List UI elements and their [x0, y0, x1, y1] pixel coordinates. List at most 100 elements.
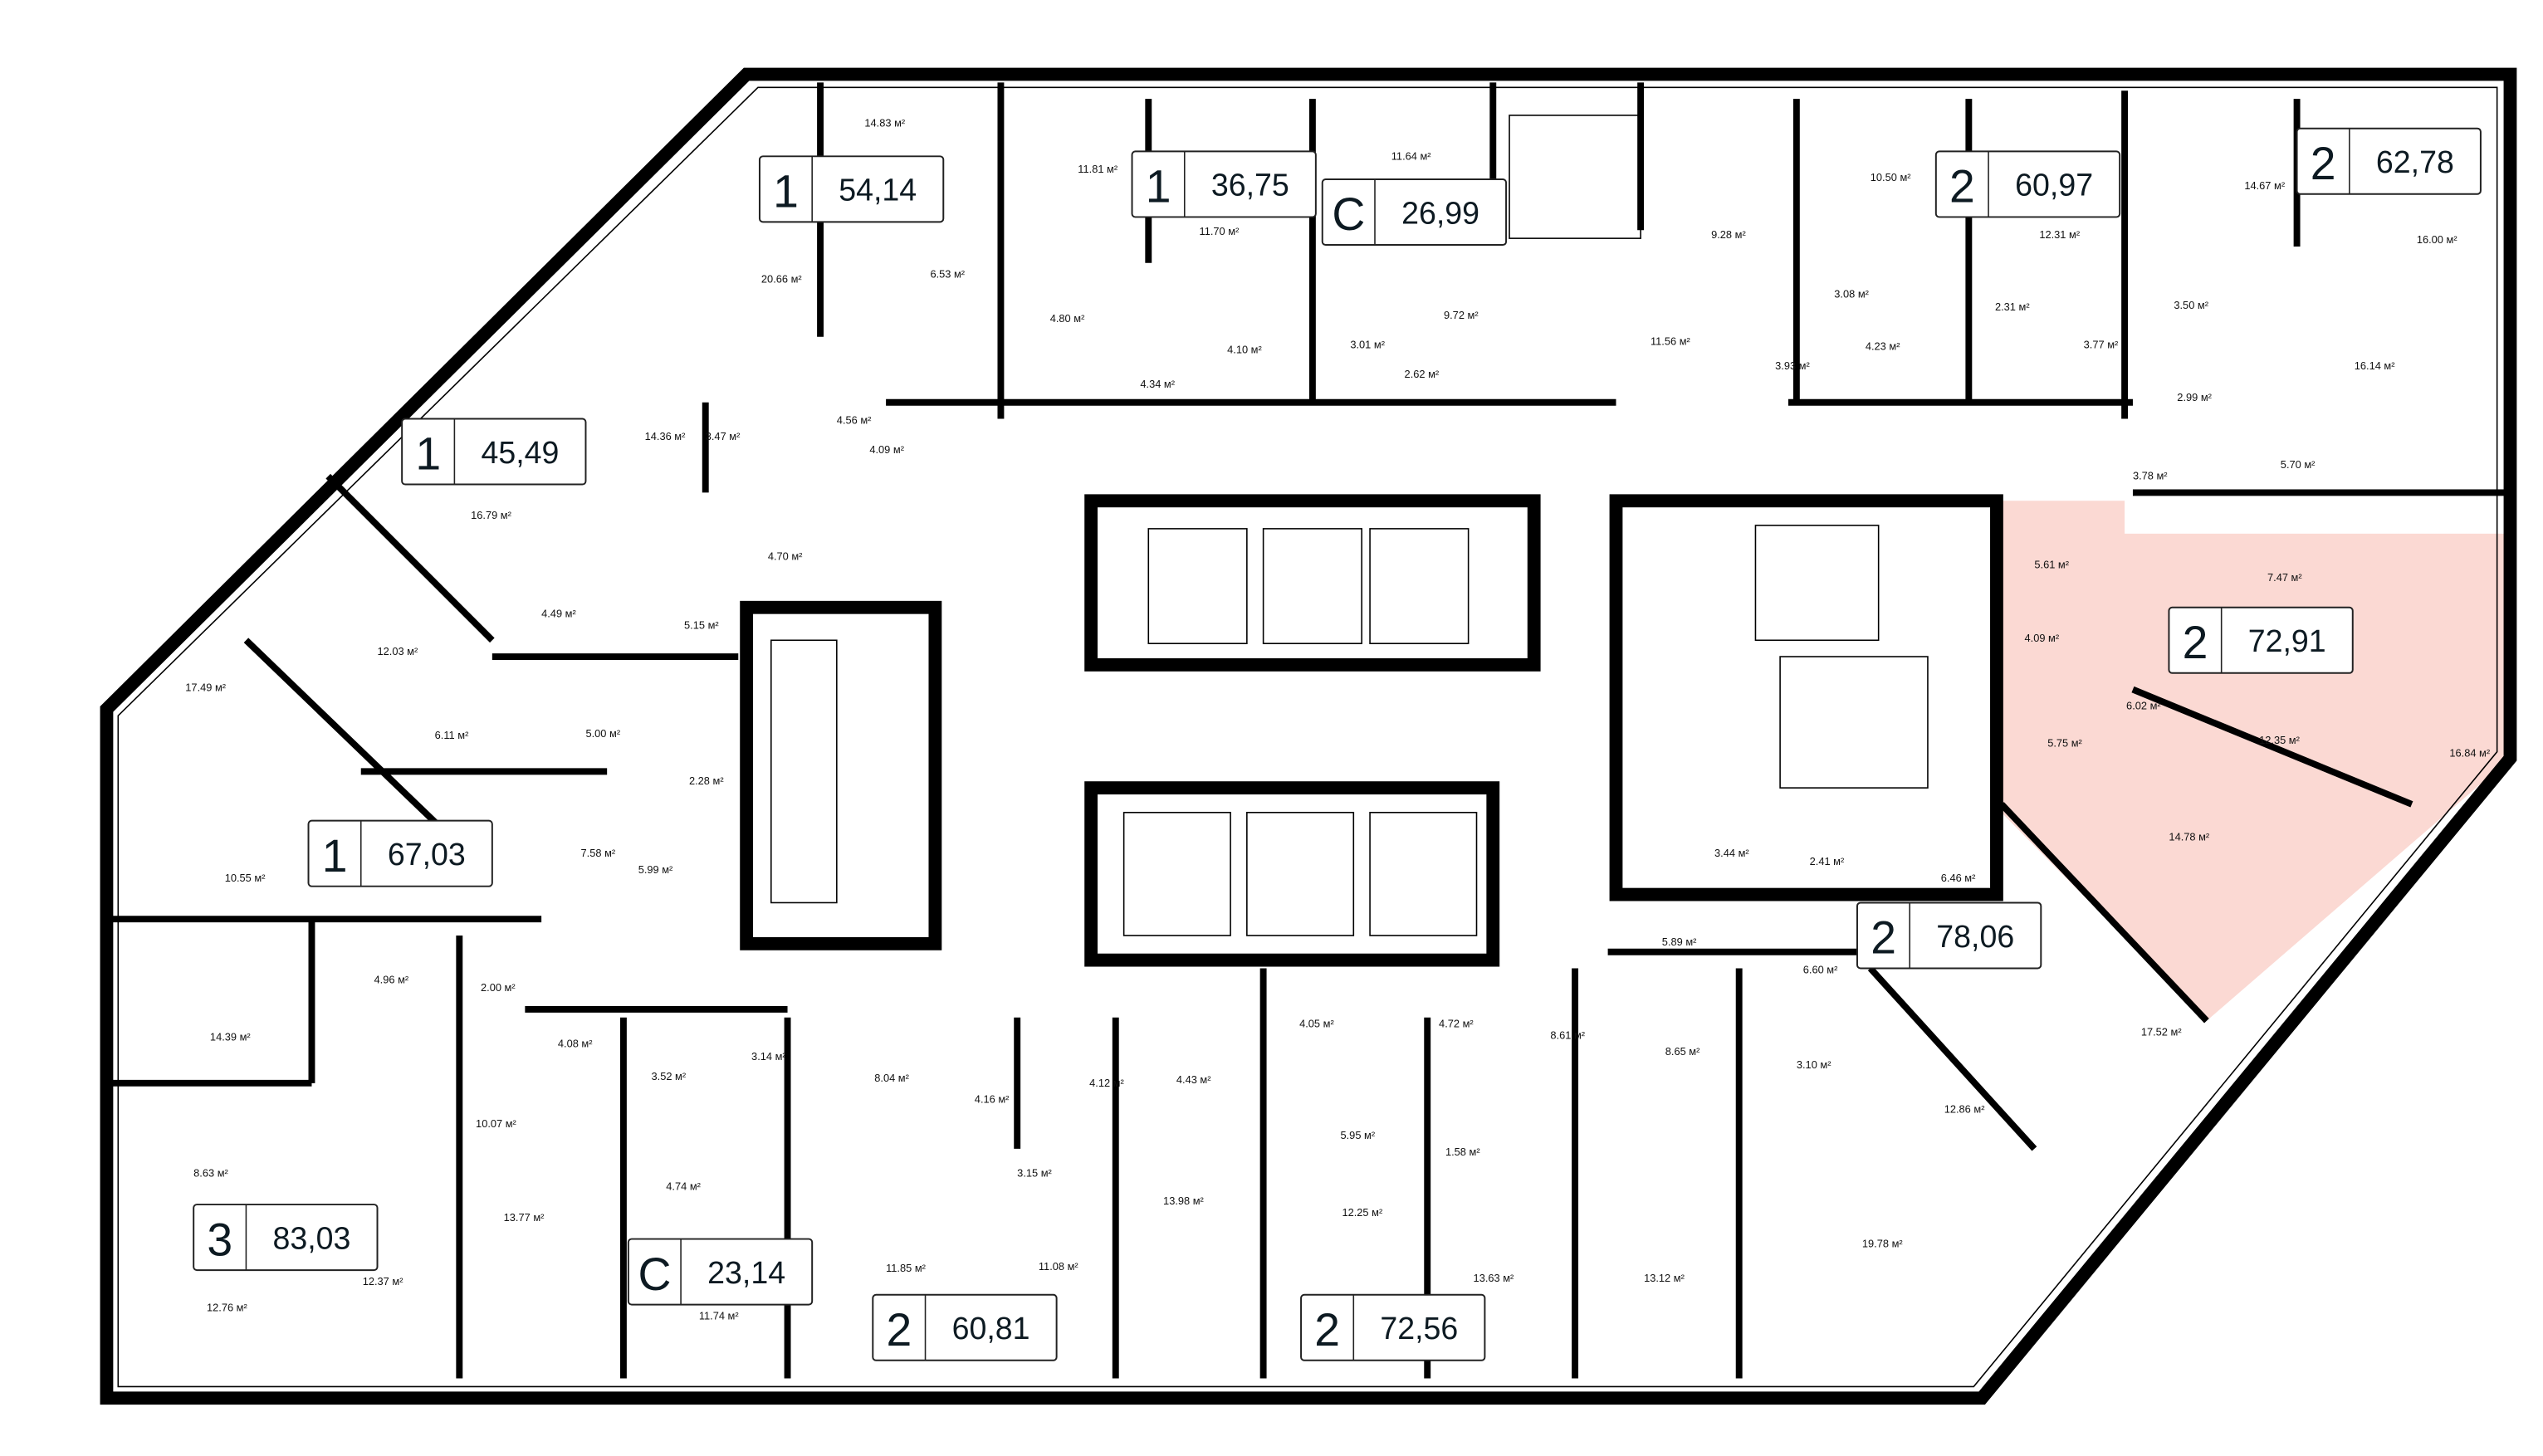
room-area-label: 5.00 м²: [585, 727, 620, 740]
apartment-room-count: 1: [322, 830, 348, 882]
room-area-labels: 14.83 м² 11.81 м² 11.64 м² 20.66 м² 11.70 м²…: [185, 117, 2491, 1322]
apartment-area: 26,99: [1401, 195, 1479, 230]
room-area-label: 3.15 м²: [1017, 1166, 1052, 1179]
room-area-label: 2.28 м²: [689, 774, 724, 787]
room-area-label: 4.08 м²: [558, 1037, 593, 1049]
apartment-room-count: 2: [1871, 912, 1896, 964]
room-area-label: 3.78 м²: [2133, 470, 2168, 482]
room-area-label: 16.00 м²: [2417, 233, 2457, 246]
room-area-label: 11.70 м²: [1200, 225, 1240, 237]
room-area-label: 5.95 м²: [1340, 1129, 1375, 1141]
room-area-label: 11.64 м²: [1391, 149, 1432, 162]
interior-walls: [106, 82, 2511, 1379]
room-area-label: 3.50 м²: [2174, 299, 2208, 311]
room-area-label: 6.02 м²: [2126, 699, 2161, 711]
room-area-label: 3.47 м²: [706, 430, 741, 442]
room-area-label: 13.98 м²: [1163, 1195, 1204, 1207]
room-area-label: 4.74 м²: [666, 1180, 701, 1192]
room-area-label: 3.10 м²: [1797, 1058, 1831, 1071]
room-area-label: 11.08 м²: [1039, 1260, 1079, 1273]
room-area-label: 4.49 м²: [541, 608, 576, 620]
room-area-label: 2.62 м²: [1405, 368, 1440, 380]
apartment-area: 67,03: [388, 837, 466, 872]
room-area-label: 14.39 м²: [210, 1030, 251, 1043]
room-area-label: 9.28 м²: [1711, 228, 1746, 241]
room-area-label: 13.63 м²: [1474, 1272, 1514, 1284]
room-area-label: 4.96 м²: [374, 973, 409, 985]
apartment-room-count: 2: [2183, 617, 2208, 668]
apartment-badge[interactable]: C 26,99: [1321, 178, 1508, 247]
room-area-label: 12.35 м²: [2259, 734, 2300, 746]
apartment-area: 72,56: [1380, 1311, 1458, 1346]
room-area-label: 9.72 м²: [1444, 309, 1479, 321]
room-area-label: 3.44 м²: [1714, 847, 1749, 859]
room-area-label: 8.65 м²: [1665, 1045, 1700, 1058]
room-area-label: 3.52 м²: [652, 1070, 687, 1082]
room-area-label: 11.85 м²: [886, 1262, 927, 1274]
room-area-label: 4.72 м²: [1439, 1018, 1474, 1030]
room-area-label: 2.41 м²: [1810, 855, 1845, 867]
room-area-label: 4.43 м²: [1176, 1073, 1211, 1086]
room-area-label: 16.84 м²: [2449, 747, 2490, 760]
room-area-label: 13.77 м²: [504, 1211, 545, 1224]
apartment-area: 83,03: [273, 1220, 351, 1255]
room-area-label: 5.70 м²: [2281, 458, 2316, 471]
room-area-label: 20.66 м²: [761, 272, 802, 285]
room-area-label: 12.86 м²: [1944, 1102, 1985, 1115]
room-area-label: 17.49 м²: [185, 682, 226, 694]
room-area-label: 8.61 м²: [1550, 1028, 1585, 1041]
room-area-label: 8.63 м²: [193, 1166, 228, 1179]
room-area-label: 5.15 м²: [684, 618, 719, 631]
room-area-label: 8.04 м²: [874, 1072, 909, 1084]
apartment-room-count: C: [1332, 188, 1365, 240]
stair-core-right: [1609, 494, 2003, 901]
room-area-label: 14.67 м²: [2244, 179, 2285, 192]
apartment-room-count: 2: [1949, 161, 1975, 213]
room-area-label: 12.37 м²: [363, 1275, 403, 1287]
room-area-label: 4.09 м²: [2025, 632, 2060, 644]
room-area-label: 4.09 м²: [869, 443, 904, 456]
apartment-room-count: 2: [1314, 1304, 1340, 1356]
elevator-core-bottom: [1084, 781, 1500, 967]
elevator-core-top: [1084, 494, 1541, 672]
room-area-label: 5.99 м²: [638, 863, 673, 876]
room-area-label: 3.08 м²: [1834, 287, 1869, 300]
room-area-label: 2.00 м²: [481, 981, 516, 994]
apartment-room-count: 3: [207, 1214, 232, 1265]
apartment-area: 60,97: [2015, 168, 2093, 203]
apartment-room-count: 1: [415, 428, 441, 480]
apartment-area: 54,14: [839, 173, 917, 208]
room-area-label: 14.78 м²: [2169, 830, 2209, 843]
room-area-label: 4.23 м²: [1866, 340, 1900, 353]
room-area-label: 11.81 м²: [1078, 163, 1118, 175]
room-area-label: 11.56 м²: [1651, 335, 1691, 348]
room-area-label: 1.58 м²: [1445, 1146, 1480, 1158]
room-area-label: 14.83 м²: [864, 117, 905, 129]
room-area-label: 4.10 м²: [1227, 343, 1262, 355]
room-area-label: 6.11 м²: [435, 729, 469, 741]
highlighted-apartment-area[interactable]: [1993, 501, 2511, 1021]
room-area-label: 3.14 м²: [751, 1050, 786, 1063]
apartment-room-count: 2: [2311, 138, 2336, 189]
room-area-label: 12.03 м²: [378, 645, 418, 657]
apartment-area: 78,06: [1936, 919, 2014, 954]
room-area-label: 16.14 м²: [2355, 359, 2395, 372]
apartment-room-count: C: [638, 1248, 671, 1300]
room-area-label: 3.01 м²: [1350, 339, 1385, 351]
room-area-label: 2.31 м²: [1995, 300, 2030, 313]
room-area-label: 4.70 м²: [768, 550, 803, 562]
